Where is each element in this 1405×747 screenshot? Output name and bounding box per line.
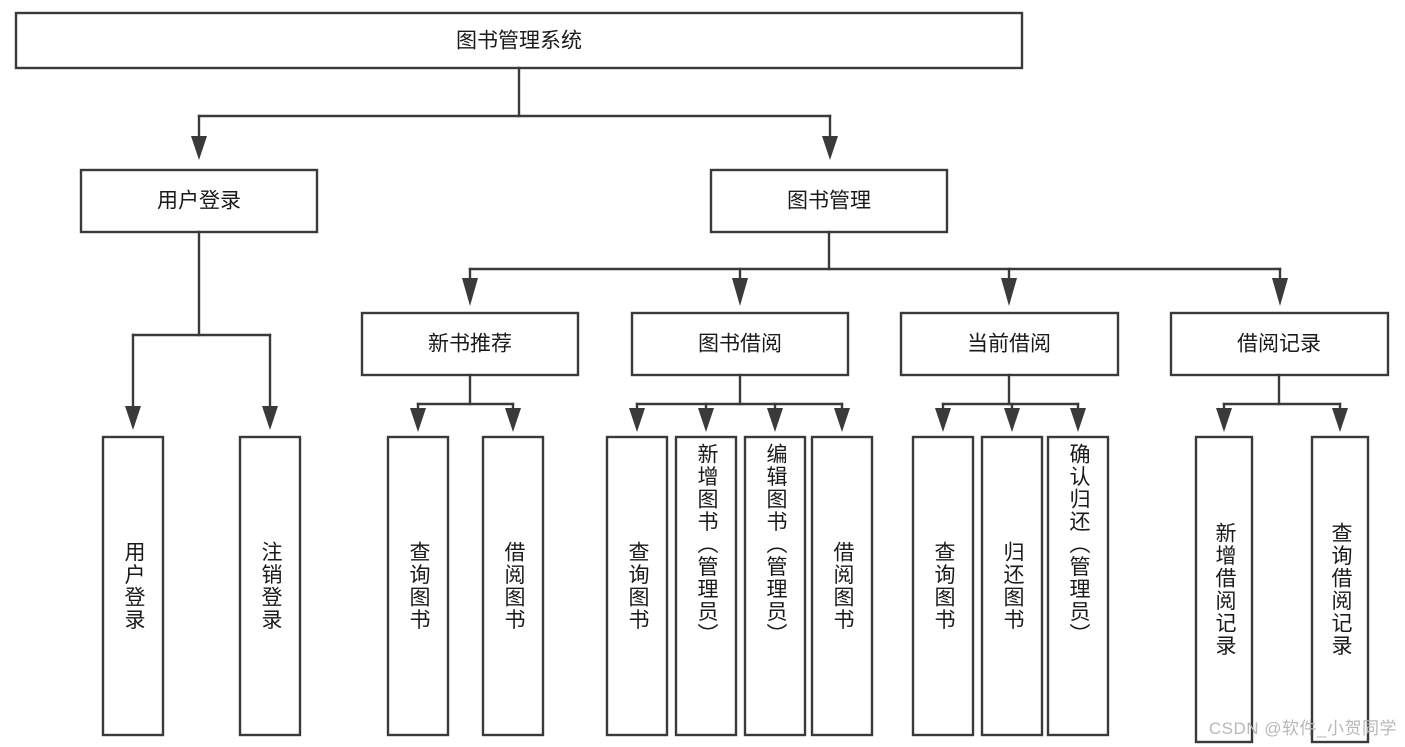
arrow-leaf-borrow-book-1 bbox=[505, 408, 521, 432]
arrow-borrow-record bbox=[1272, 278, 1288, 306]
arrow-book-borrow bbox=[732, 278, 748, 306]
leaf-logout-box[interactable] bbox=[238, 435, 302, 737]
node-current-borrow[interactable]: 当前借阅 bbox=[899, 311, 1120, 377]
borrow-record-box[interactable] bbox=[1169, 311, 1390, 377]
book-borrow-label: 图书借阅 bbox=[698, 333, 782, 356]
arrow-leaf-confirm-return bbox=[1070, 408, 1086, 432]
connector-user-login-to-leaves bbox=[125, 230, 278, 430]
connector-current-borrow-to-leaves bbox=[935, 373, 1086, 432]
arrow-leaf-user-login bbox=[125, 406, 141, 430]
node-book-borrow[interactable]: 图书借阅 bbox=[630, 311, 850, 377]
arrow-leaf-add-book bbox=[698, 408, 714, 432]
connector-book-borrow-to-leaves bbox=[629, 373, 850, 432]
book-borrow-box[interactable] bbox=[630, 311, 850, 377]
arrow-leaf-query-book-1 bbox=[410, 408, 426, 432]
connector-book-manage-to-level3 bbox=[462, 230, 1288, 306]
node-book-manage[interactable]: 图书管理 bbox=[709, 168, 949, 234]
watermark-text: CSDN @软件_小贺同学 bbox=[1208, 719, 1397, 738]
leaf-add-book-box[interactable] bbox=[674, 435, 738, 737]
new-book-rec-label: 新书推荐 bbox=[428, 333, 512, 356]
arrow-user-login bbox=[191, 136, 207, 160]
borrow-record-label: 借阅记录 bbox=[1237, 333, 1321, 356]
leaf-add-record-box[interactable] bbox=[1194, 435, 1254, 744]
leaf-user-login-box[interactable] bbox=[101, 435, 165, 737]
leaf-query-book-2-box[interactable] bbox=[605, 435, 669, 737]
user-login-label: 用户登录 bbox=[157, 190, 241, 213]
node-borrow-record[interactable]: 借阅记录 bbox=[1169, 311, 1390, 377]
arrow-leaf-query-book-2 bbox=[629, 408, 645, 432]
arrow-leaf-query-record bbox=[1332, 408, 1348, 432]
arrow-new-book-rec bbox=[462, 278, 478, 306]
current-borrow-label: 当前借阅 bbox=[967, 333, 1051, 356]
leaf-query-book-3-box[interactable] bbox=[911, 435, 975, 737]
node-root[interactable]: 图书管理系统 bbox=[14, 11, 1024, 70]
arrow-leaf-query-book-3 bbox=[935, 408, 951, 432]
leaf-confirm-return-box[interactable] bbox=[1046, 435, 1110, 737]
connector-root-to-level2 bbox=[191, 66, 838, 160]
leaf-borrow-book-2-box[interactable] bbox=[810, 435, 874, 737]
arrow-book-manage bbox=[822, 136, 838, 160]
leaf-return-book-box[interactable] bbox=[980, 435, 1044, 737]
connector-borrow-record-to-leaves bbox=[1216, 373, 1348, 432]
node-user-login[interactable]: 用户登录 bbox=[79, 168, 319, 234]
connector-new-book-rec-to-leaves bbox=[410, 373, 521, 432]
current-borrow-box[interactable] bbox=[899, 311, 1120, 377]
arrow-current-borrow bbox=[1001, 278, 1017, 306]
new-book-rec-box[interactable] bbox=[360, 311, 580, 377]
leaf-boxes bbox=[101, 435, 1370, 744]
leaf-edit-book-box[interactable] bbox=[743, 435, 807, 737]
leaf-query-book-1-box[interactable] bbox=[386, 435, 450, 737]
book-manage-label: 图书管理 bbox=[787, 190, 871, 213]
arrow-leaf-borrow-book-2 bbox=[834, 408, 850, 432]
leaf-borrow-book-1-box[interactable] bbox=[481, 435, 545, 737]
arrow-leaf-return-book bbox=[1004, 408, 1020, 432]
leaf-query-record-box[interactable] bbox=[1310, 435, 1370, 744]
root-label: 图书管理系统 bbox=[456, 30, 582, 53]
book-manage-box[interactable] bbox=[709, 168, 949, 234]
root-box[interactable] bbox=[14, 11, 1024, 70]
arrow-leaf-logout bbox=[262, 406, 278, 430]
arrow-leaf-add-record bbox=[1216, 408, 1232, 432]
arrow-leaf-edit-book bbox=[767, 408, 783, 432]
node-new-book-rec[interactable]: 新书推荐 bbox=[360, 311, 580, 377]
